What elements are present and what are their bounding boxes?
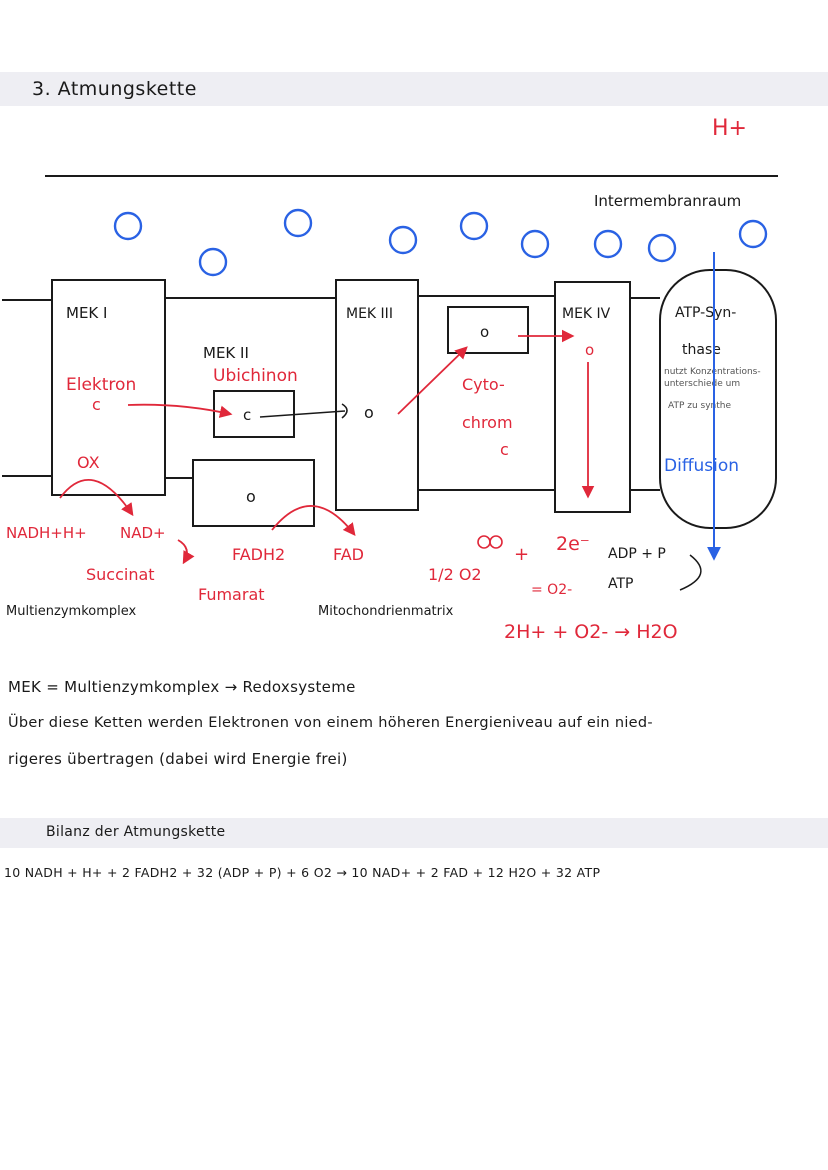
intermembrane-label: Intermembranraum: [594, 192, 741, 210]
nad-label: NAD+: [120, 524, 166, 542]
section-title: 3. Atmungskette: [32, 78, 197, 100]
proton-circle: [113, 211, 143, 241]
h-plus-top-label: H+: [712, 116, 747, 141]
bilanz-equation: 10 NADH + H+ + 2 FADH2 + 32 (ADP + P) + …: [4, 865, 601, 880]
electron-line-ubichinon-mek3: [259, 410, 346, 418]
mek4-box: [554, 281, 631, 513]
proton-circle: [520, 229, 550, 259]
electron-arrow-ox-nad: [59, 479, 134, 517]
matrix-label: Mitochondrienmatrix: [318, 604, 454, 619]
electron-arrow-mek1-ubichinon: [127, 403, 233, 418]
mek1-label: MEK I: [66, 304, 107, 322]
mek2-box: [192, 459, 315, 527]
synthase-note-1: nutzt Konzentrations-: [664, 367, 761, 377]
proton-circle: [593, 229, 623, 259]
adp-atp-return-arrow: [679, 554, 702, 591]
oxygen-circle: [477, 535, 491, 549]
water-equation: 2H+ + O2- → H2O: [504, 621, 678, 643]
diffusion-label: Diffusion: [664, 456, 739, 476]
electron-arrow-fadh2-fad: [271, 505, 356, 536]
nadh-label: NADH+H+: [6, 524, 87, 542]
mek4-o: o: [585, 341, 594, 359]
proton-circle: [647, 233, 677, 263]
bilanz-band: [0, 818, 828, 848]
proton-circles: [113, 208, 768, 277]
fumarat-label: Fumarat: [198, 585, 265, 604]
plus-sign: +: [514, 544, 529, 565]
mek3-o: o: [364, 403, 374, 422]
mek2-label: MEK II: [203, 344, 249, 362]
mek1-box: [51, 279, 166, 496]
synthase-note-2: unterschiede um: [664, 379, 740, 389]
mek-definition: MEK = Multienzymkomplex → Redoxsysteme: [8, 678, 356, 696]
electron-arrow-mek3-cytochrom: [397, 346, 468, 415]
inner-membrane: [2, 295, 660, 491]
cytochrom-label-1: Cyto-: [462, 375, 505, 394]
title-band: [0, 72, 828, 106]
mek3-arrowhead: [341, 403, 348, 419]
proton-circle: [459, 211, 489, 241]
adp-p-label: ADP + P: [608, 546, 666, 562]
electron-arrow-nad-succinat: [177, 539, 195, 565]
atp-synthase-label-1: ATP-Syn-: [675, 305, 736, 321]
ubichinon-label: Ubichinon: [213, 366, 298, 386]
ox-label: OX: [77, 453, 100, 472]
cytochrom-label-3: c: [500, 440, 509, 459]
atp-synthase-capsule: [659, 269, 777, 529]
two-electrons-label: 2e⁻: [556, 533, 590, 555]
fad-label: FAD: [333, 545, 364, 564]
description-line-1: Über diese Ketten werden Elektronen von …: [8, 715, 653, 731]
mek2-o: o: [246, 487, 256, 506]
multienzym-label: Multienzymkomplex: [6, 604, 137, 619]
proton-circle: [198, 247, 228, 277]
respiratory-chain-diagram: H+ Intermembranraum MEK I Elektron c OX …: [2, 116, 778, 643]
electron-c-label: c: [92, 395, 101, 414]
mek3-label: MEK III: [346, 306, 393, 322]
atp-label: ATP: [608, 576, 633, 592]
proton-circle: [388, 225, 418, 255]
mek4-label: MEK IV: [562, 306, 611, 322]
bilanz-title: Bilanz der Atmungskette: [46, 824, 226, 840]
atp-synthase-label-2: thase: [682, 342, 721, 358]
synthase-note-3: ATP zu synthe: [668, 401, 731, 411]
proton-circle: [283, 208, 313, 238]
oxygen-circle: [489, 535, 503, 549]
o2-minus-label: = O2-: [531, 582, 572, 598]
description-line-2: rigeres übertragen (dabei wird Energie f…: [8, 750, 348, 768]
cytochrom-box: [447, 306, 529, 354]
proton-circle: [738, 219, 768, 249]
cytochrom-label-2: chrom: [462, 413, 513, 432]
electron-label: Elektron: [66, 375, 136, 395]
succinat-label: Succinat: [86, 565, 155, 584]
ubichinon-c: c: [243, 406, 251, 424]
cytochrom-o: o: [480, 323, 489, 341]
fadh2-label: FADH2: [232, 545, 285, 564]
half-o2-label: 1/2 O2: [428, 565, 482, 584]
